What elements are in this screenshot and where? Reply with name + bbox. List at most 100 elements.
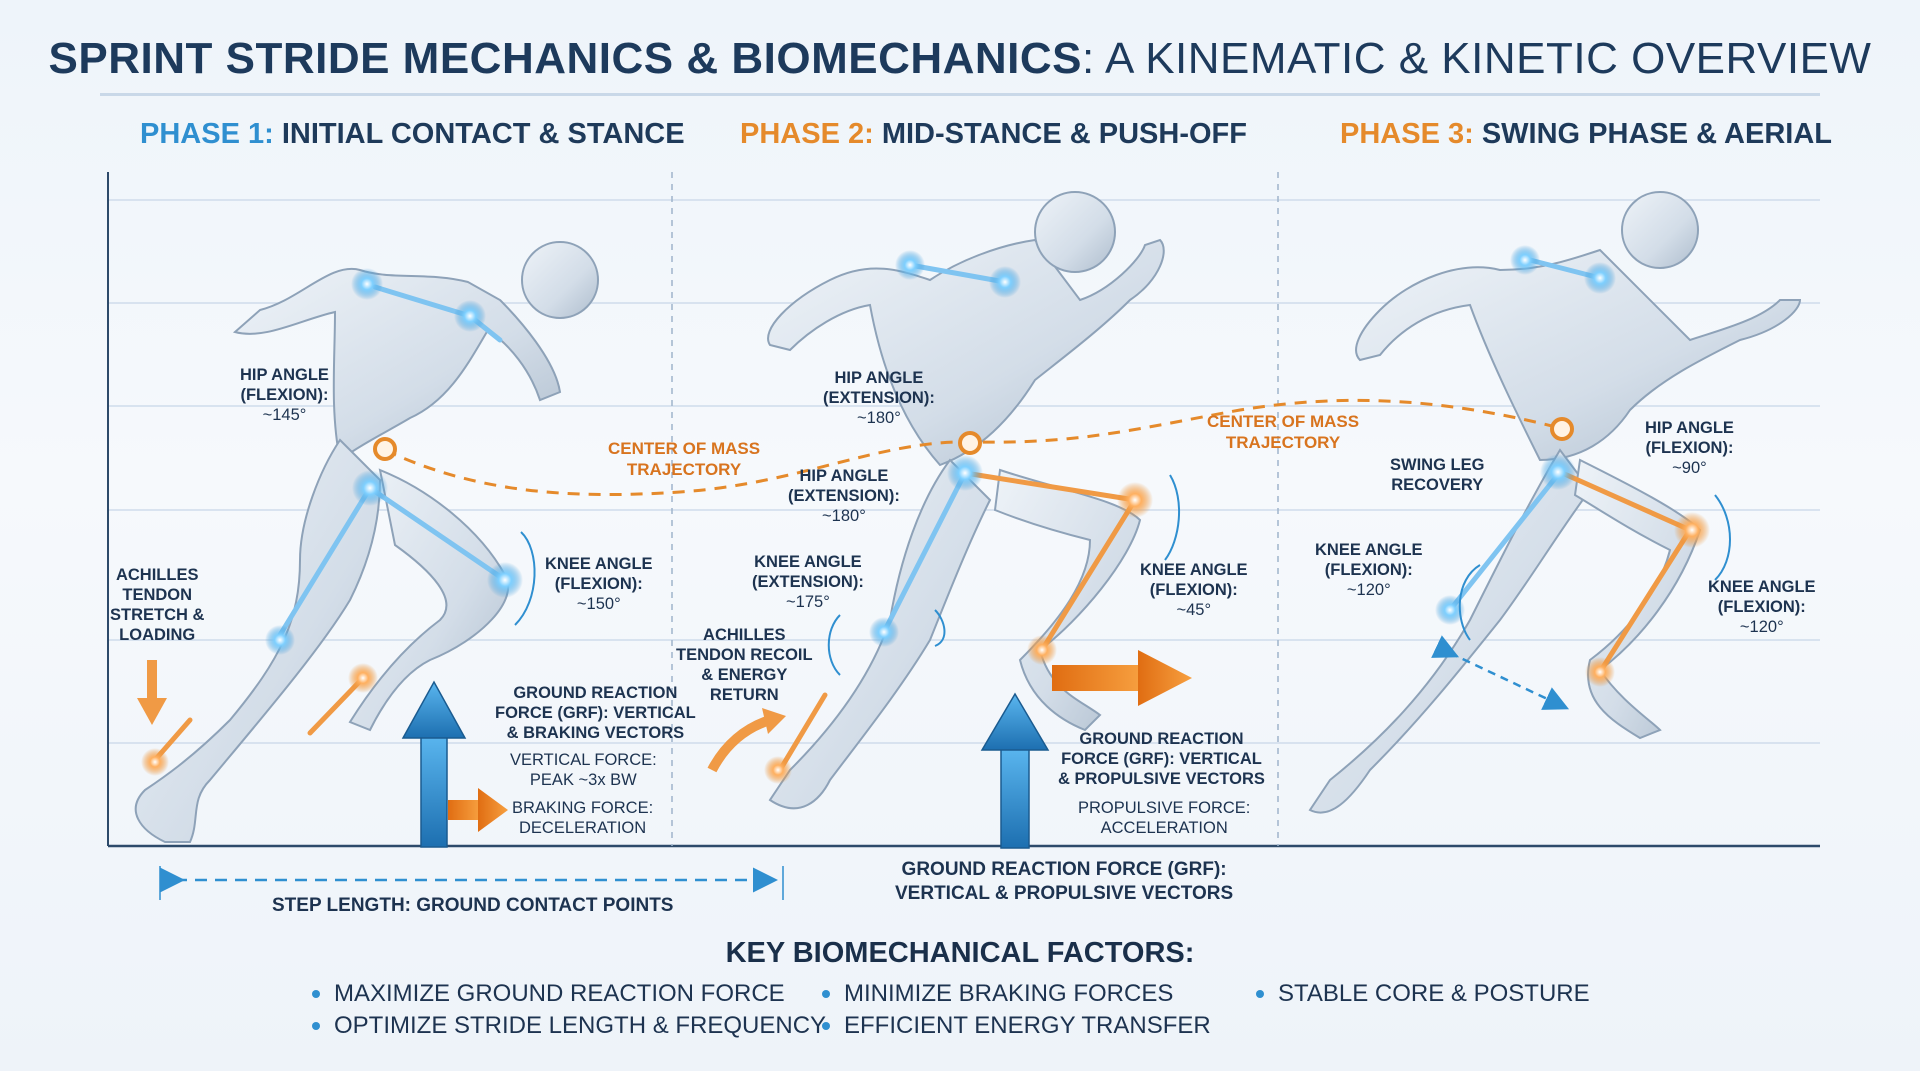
step-length-label: STEP LENGTH: GROUND CONTACT POINTS bbox=[272, 895, 674, 916]
phase-1-name: INITIAL CONTACT & STANCE bbox=[281, 118, 685, 150]
joint-lines bbox=[152, 257, 1693, 773]
p2-propulsive-force-label: PROPULSIVE FORCE: ACCELERATION bbox=[1078, 798, 1250, 838]
p1-grf-line-2: FORCE (GRF): VERTICAL bbox=[495, 704, 696, 722]
joint-markers bbox=[141, 245, 1710, 784]
p2-achilles-label: ACHILLES TENDON RECOIL & ENERGY RETURN bbox=[676, 625, 813, 705]
bullet-icon bbox=[822, 1022, 830, 1030]
factor-item: MINIMIZE BRAKING FORCES bbox=[822, 980, 1173, 1008]
p2-pf-line-2: ACCELERATION bbox=[1100, 819, 1228, 837]
p1-vf-line-1: VERTICAL FORCE: bbox=[510, 751, 657, 769]
p2-hip-top-line-2: (EXTENSION): bbox=[823, 389, 935, 407]
p1-grf-line-3: & BRAKING VECTORS bbox=[506, 724, 685, 742]
bullet-icon bbox=[312, 990, 320, 998]
p1-hip-angle-label: HIP ANGLE (FLEXION): ~145° bbox=[240, 365, 329, 425]
p2-grf-line-1: GROUND REACTION bbox=[1079, 730, 1244, 748]
runner-figure-2 bbox=[767, 191, 1165, 810]
p1-vf-line-2: PEAK ~3x BW bbox=[529, 771, 637, 789]
p3-hip-angle-label: HIP ANGLE (FLEXION): ~90° bbox=[1645, 418, 1734, 478]
p2-knee-ext-value: ~175° bbox=[786, 593, 830, 611]
phase-3-name: SWING PHASE & AERIAL bbox=[1481, 118, 1832, 150]
p3-swing-leg-label: SWING LEG RECOVERY bbox=[1390, 455, 1484, 495]
grf-bottom-label: GROUND REACTION FORCE (GRF): VERTICAL & … bbox=[895, 858, 1233, 906]
p1-knee-angle-label: KNEE ANGLE (FLEXION): ~150° bbox=[545, 554, 653, 614]
p2-knee-flex-line-2: (FLEXION): bbox=[1149, 581, 1238, 599]
p2-hip-angle-top-label: HIP ANGLE (EXTENSION): ~180° bbox=[823, 368, 935, 428]
achilles-arrow-2-head bbox=[762, 708, 786, 734]
p1-hip-line-2: (FLEXION): bbox=[240, 386, 329, 404]
swing-arc-arrow bbox=[1431, 635, 1570, 710]
p2-com-line-1: CENTER OF MASS bbox=[608, 439, 761, 458]
p3-knee-right-value: ~120° bbox=[1739, 618, 1784, 636]
factor-text: OPTIMIZE STRIDE LENGTH & FREQUENCY bbox=[334, 1012, 827, 1039]
factor-item: EFFICIENT ENERGY TRANSFER bbox=[822, 1012, 1211, 1040]
p3-com-line-2: TRAJECTORY bbox=[1225, 433, 1341, 452]
phase-1-number: PHASE 1: bbox=[140, 118, 274, 150]
p1-hip-line-1: HIP ANGLE bbox=[240, 366, 329, 384]
title-divider bbox=[100, 93, 1820, 96]
p1-knee-value: ~150° bbox=[576, 595, 621, 613]
grf-arrow-vertical-2 bbox=[980, 692, 1050, 849]
phase-2-heading: PHASE 2: MID-STANCE & PUSH-OFF bbox=[740, 118, 1247, 151]
p2-knee-ext-line-1: KNEE ANGLE bbox=[754, 553, 862, 571]
p2-achilles-line-4: RETURN bbox=[709, 686, 779, 704]
p1-bf-line-1: BRAKING FORCE: bbox=[512, 799, 654, 817]
factor-item: MAXIMIZE GROUND REACTION FORCE bbox=[312, 980, 785, 1008]
p1-hip-value: ~145° bbox=[262, 406, 307, 424]
p1-achilles-line-3: STRETCH & bbox=[110, 606, 205, 624]
grf-bottom-line-2: VERTICAL & PROPULSIVE VECTORS bbox=[895, 883, 1234, 904]
page-title: SPRINT STRIDE MECHANICS & BIOMECHANICS: … bbox=[0, 34, 1920, 84]
p3-swing-line-2: RECOVERY bbox=[1391, 476, 1484, 494]
phase-3-heading: PHASE 3: SWING PHASE & AERIAL bbox=[1340, 118, 1832, 151]
p3-knee-left-line-2: (FLEXION): bbox=[1324, 561, 1413, 579]
p1-knee-line-2: (FLEXION): bbox=[554, 575, 643, 593]
angle-arcs bbox=[514, 474, 1731, 676]
grf-bottom-line-1: GROUND REACTION FORCE (GRF): bbox=[901, 859, 1227, 880]
p3-hip-line-2: (FLEXION): bbox=[1645, 439, 1734, 457]
factor-item: OPTIMIZE STRIDE LENGTH & FREQUENCY bbox=[312, 1012, 826, 1040]
com-marker-2 bbox=[958, 431, 982, 455]
p2-hip-top-value: ~180° bbox=[857, 409, 901, 427]
p3-com-line-1: CENTER OF MASS bbox=[1207, 412, 1360, 431]
p1-knee-line-1: KNEE ANGLE bbox=[545, 555, 653, 573]
bullet-icon bbox=[1256, 990, 1264, 998]
p1-vertical-force-label: VERTICAL FORCE: PEAK ~3x BW bbox=[510, 750, 657, 790]
p3-swing-line-1: SWING LEG bbox=[1390, 456, 1485, 474]
p1-bf-line-2: DECELERATION bbox=[519, 819, 647, 837]
p3-knee-left-line-1: KNEE ANGLE bbox=[1315, 541, 1423, 559]
p1-braking-force-label: BRAKING FORCE: DECELERATION bbox=[512, 798, 653, 838]
p2-hip-mid-value: ~180° bbox=[822, 507, 866, 525]
phase-3-number: PHASE 3: bbox=[1340, 118, 1474, 150]
runner-figure-3 bbox=[1308, 191, 1802, 814]
p2-grf-label: GROUND REACTION FORCE (GRF): VERTICAL & … bbox=[1058, 729, 1265, 789]
p3-knee-right-line-2: (FLEXION): bbox=[1717, 598, 1806, 616]
p2-achilles-line-1: ACHILLES bbox=[703, 626, 786, 644]
p2-hip-mid-line-1: HIP ANGLE bbox=[799, 467, 889, 485]
p2-grf-line-2: FORCE (GRF): VERTICAL bbox=[1061, 750, 1262, 768]
title-bold: SPRINT STRIDE MECHANICS & BIOMECHANICS bbox=[48, 34, 1083, 83]
p3-knee-left-value: ~120° bbox=[1346, 581, 1391, 599]
p2-knee-ext-line-2: (EXTENSION): bbox=[752, 573, 864, 591]
factor-text: MINIMIZE BRAKING FORCES bbox=[844, 980, 1174, 1007]
bullet-icon bbox=[312, 1022, 320, 1030]
bullet-icon bbox=[822, 990, 830, 998]
p1-grf-label: GROUND REACTION FORCE (GRF): VERTICAL & … bbox=[495, 683, 696, 743]
p2-knee-angle-flex-label: KNEE ANGLE (FLEXION): ~45° bbox=[1140, 560, 1248, 620]
achilles-arrow-2 bbox=[707, 715, 772, 773]
grf-arrow-braking-1 bbox=[448, 788, 508, 832]
p2-hip-angle-mid-label: HIP ANGLE (EXTENSION): ~180° bbox=[788, 466, 900, 526]
phase-2-number: PHASE 2: bbox=[740, 118, 874, 150]
p3-hip-line-1: HIP ANGLE bbox=[1645, 419, 1734, 437]
factor-text: MAXIMIZE GROUND REACTION FORCE bbox=[334, 980, 785, 1007]
title-light: : A KINEMATIC & KINETIC OVERVIEW bbox=[1082, 34, 1872, 83]
grf-arrow-propulsive-2 bbox=[1052, 650, 1192, 706]
p2-knee-angle-ext-label: KNEE ANGLE (EXTENSION): ~175° bbox=[752, 552, 864, 612]
p3-knee-angle-left-label: KNEE ANGLE (FLEXION): ~120° bbox=[1315, 540, 1423, 600]
p3-knee-angle-right-label: KNEE ANGLE (FLEXION): ~120° bbox=[1708, 577, 1816, 637]
p2-hip-mid-line-2: (EXTENSION): bbox=[788, 487, 900, 505]
p2-pf-line-1: PROPULSIVE FORCE: bbox=[1078, 799, 1251, 817]
p3-knee-right-line-1: KNEE ANGLE bbox=[1708, 578, 1816, 596]
p2-knee-flex-line-1: KNEE ANGLE bbox=[1140, 561, 1248, 579]
p2-knee-flex-value: ~45° bbox=[1176, 601, 1212, 619]
p2-achilles-line-2: TENDON RECOIL bbox=[676, 646, 813, 664]
